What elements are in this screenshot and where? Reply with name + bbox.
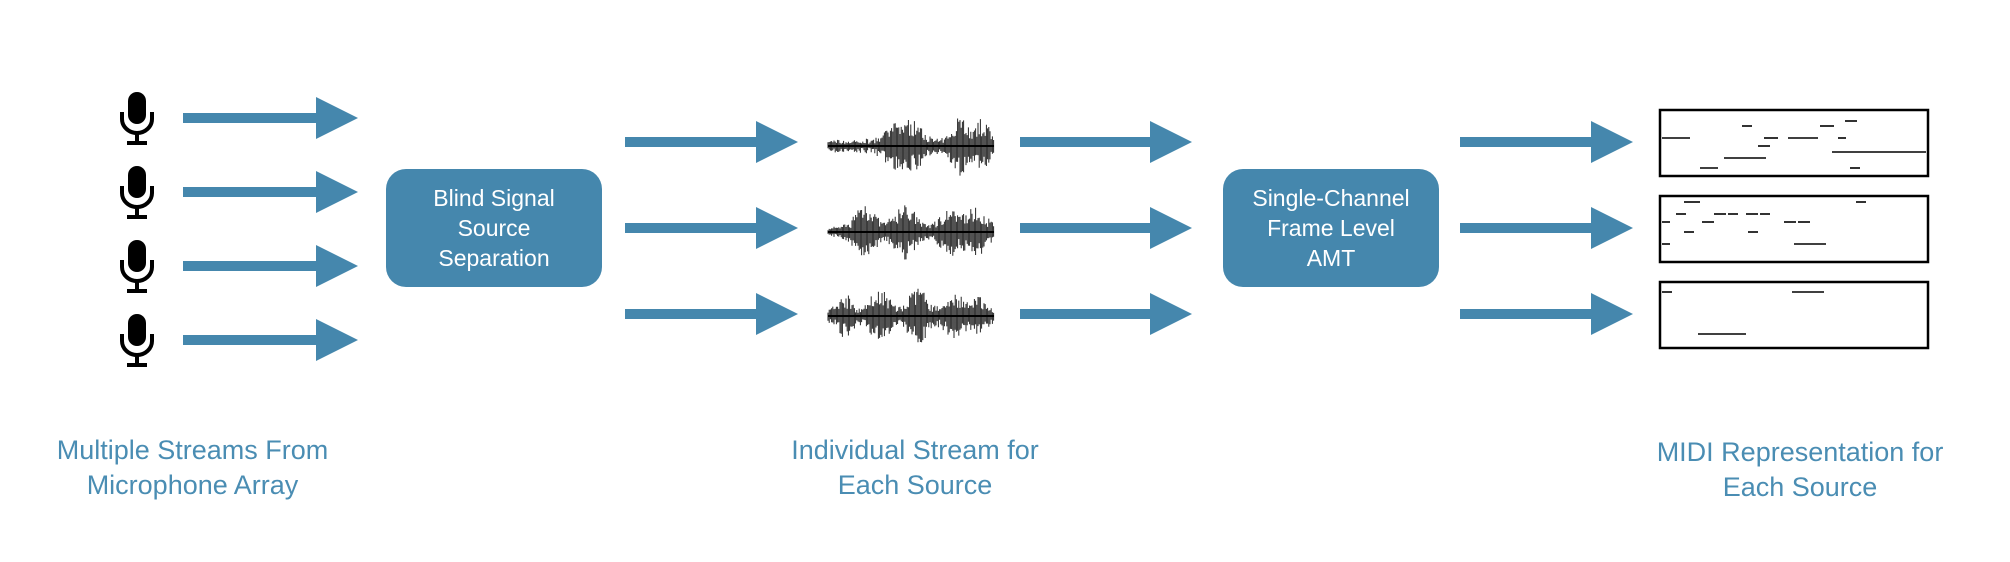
input-arrow: [183, 245, 358, 287]
input-arrow: [183, 97, 358, 139]
stream-to-amt-arrow: [1020, 121, 1192, 163]
stream-to-amt-arrow: [1020, 293, 1192, 335]
midi-piano-roll: [1658, 280, 1930, 350]
amt-box: Single-Channel Frame Level AMT: [1223, 169, 1439, 287]
caption-streams-line-2: Each Source: [837, 470, 993, 500]
amt-output-arrow: [1460, 293, 1633, 335]
waveform-icon: [827, 118, 995, 176]
microphone-icon: [120, 240, 154, 293]
input-arrow: [183, 171, 358, 213]
caption-midi-representation: MIDI Representation for Each Source: [1600, 435, 2000, 505]
microphone-icon: [120, 166, 154, 219]
amt-label-line-2: Frame Level: [1267, 215, 1395, 241]
separated-stream-arrow: [625, 207, 798, 249]
amt-output-arrow: [1460, 207, 1633, 249]
blind-source-separation-box: Blind Signal Source Separation: [386, 169, 602, 287]
separation-label-line-3: Separation: [438, 245, 550, 271]
separation-label-line-2: Source: [457, 215, 531, 241]
caption-midi-line-2: Each Source: [1722, 472, 1878, 502]
separation-label-line-1: Blind Signal: [433, 185, 555, 211]
amt-output-arrow: [1460, 121, 1633, 163]
separated-stream-arrow: [625, 293, 798, 335]
caption-individual-streams: Individual Stream for Each Source: [740, 433, 1090, 503]
separated-stream-arrow: [625, 121, 798, 163]
amt-label-line-1: Single-Channel: [1252, 185, 1410, 211]
caption-streams-line-1: Individual Stream for: [791, 435, 1039, 465]
caption-midi-line-1: MIDI Representation for: [1656, 437, 1944, 467]
midi-piano-roll: [1658, 108, 1930, 178]
caption-inputs-line-1: Multiple Streams From: [56, 435, 329, 465]
amt-label-line-3: AMT: [1306, 245, 1356, 271]
midi-piano-roll: [1658, 194, 1930, 264]
stream-to-amt-arrow: [1020, 207, 1192, 249]
waveform-icon: [827, 288, 995, 343]
input-arrow: [183, 319, 358, 361]
microphone-icon: [120, 92, 154, 145]
microphone-icon: [120, 314, 154, 367]
caption-inputs-line-2: Microphone Array: [86, 470, 299, 500]
caption-microphone-array: Multiple Streams From Microphone Array: [20, 433, 365, 503]
waveform-icon: [827, 205, 995, 260]
